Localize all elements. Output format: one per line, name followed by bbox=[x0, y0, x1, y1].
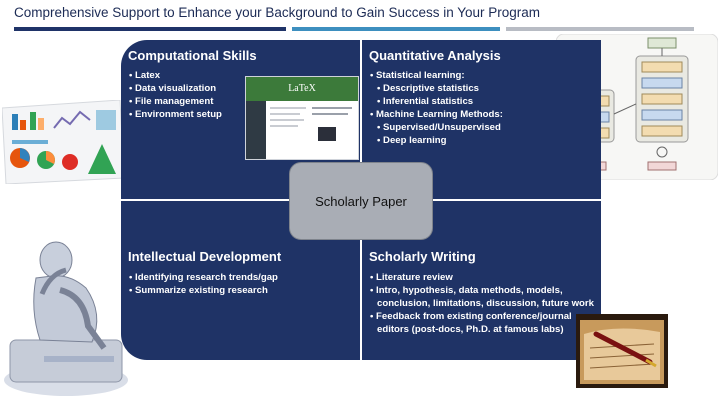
list-item: • Descriptive statistics bbox=[377, 83, 480, 94]
list-item: • Statistical learning: bbox=[370, 70, 465, 81]
list-item: • Supervised/Unsupervised bbox=[377, 122, 501, 133]
list-item: editors (post-docs, Ph.D. at famous labs… bbox=[377, 324, 564, 335]
panel-item-list: • Latex • Data visualization • File mana… bbox=[129, 69, 222, 121]
panel-item-list: • Literature review • Intro, hypothesis,… bbox=[370, 271, 594, 336]
panel-item-list: • Identifying research trends/gap • Summ… bbox=[129, 271, 278, 297]
panel-title: Quantitative Analysis bbox=[369, 48, 501, 63]
header-bar-dark bbox=[14, 27, 286, 31]
list-item: • Literature review bbox=[370, 272, 453, 283]
list-item: conclusion, limitations, discussion, fut… bbox=[377, 298, 594, 309]
list-item: • Latex bbox=[129, 70, 161, 81]
thinker-statue-icon bbox=[4, 241, 128, 396]
page-title: Comprehensive Support to Enhance your Ba… bbox=[14, 5, 541, 20]
list-item: • Summarize existing research bbox=[129, 285, 268, 296]
list-item: • Environment setup bbox=[129, 109, 222, 120]
list-item: • Machine Learning Methods: bbox=[370, 109, 503, 120]
list-item: • Intro, hypothesis, data methods, model… bbox=[370, 285, 563, 296]
panel-title: Scholarly Writing bbox=[369, 249, 476, 264]
panel-scholarly-writing: Scholarly Writing • Literature review • … bbox=[362, 201, 601, 360]
header-bar-gray bbox=[506, 27, 694, 31]
panel-title: Intellectual Development bbox=[128, 249, 282, 264]
list-item: • Identifying research trends/gap bbox=[129, 272, 278, 283]
list-item: • Inferential statistics bbox=[377, 96, 474, 107]
panel-title: Computational Skills bbox=[128, 48, 257, 63]
panel-item-list: • Statistical learning: • Descriptive st… bbox=[370, 69, 503, 147]
pen-and-paper-icon bbox=[576, 314, 668, 388]
charts-infographic-icon bbox=[2, 100, 124, 184]
list-item: • Feedback from existing conference/jour… bbox=[370, 311, 572, 322]
list-item: • Data visualization bbox=[129, 83, 217, 94]
latex-editor-thumbnail: LaTeX bbox=[245, 76, 359, 160]
header-bar-blue bbox=[292, 27, 500, 31]
support-board: Computational Skills • Latex • Data visu… bbox=[121, 40, 601, 360]
list-item: • Deep learning bbox=[377, 135, 447, 146]
scholarly-paper-node: Scholarly Paper bbox=[289, 162, 433, 240]
list-item: • File management bbox=[129, 96, 214, 107]
latex-thumbnail-title: LaTeX bbox=[246, 77, 358, 101]
